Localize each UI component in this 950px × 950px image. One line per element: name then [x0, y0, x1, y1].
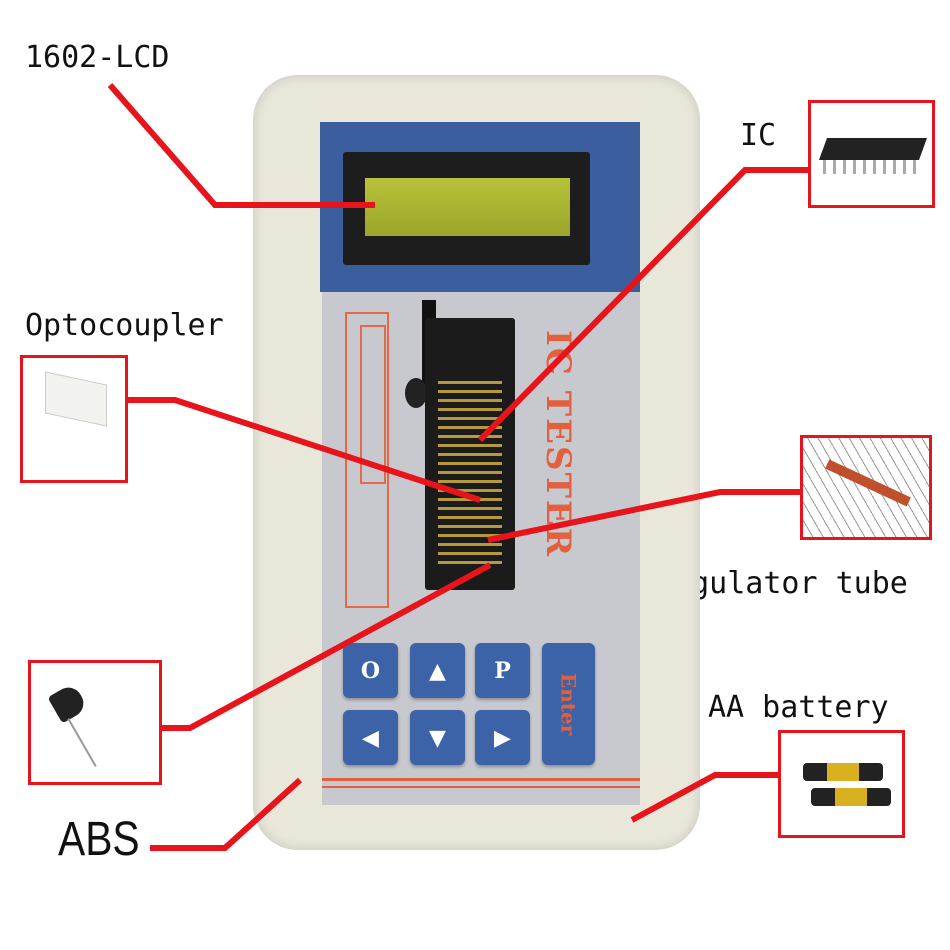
lcd-screen [365, 178, 570, 236]
callout-transistor [162, 562, 492, 731]
label-abs: ABS [58, 813, 140, 866]
battery-icon [811, 788, 891, 806]
battery-thumbnail [778, 730, 905, 838]
label-1602-lcd: 1602-LCD [25, 40, 170, 75]
lever-knob[interactable] [405, 378, 427, 408]
chip-outline [345, 312, 389, 608]
callout-lcd [107, 83, 375, 208]
ic-pins-icon [823, 160, 923, 174]
optocoupler-thumbnail [20, 355, 128, 483]
key-down[interactable]: ▼ [410, 710, 465, 765]
key-left[interactable]: ◀ [343, 710, 398, 765]
key-o[interactable]: O [343, 643, 398, 698]
label-aa-battery: AA battery [708, 690, 889, 725]
regulator-thumbnail [800, 435, 932, 540]
callout-abs [150, 777, 303, 851]
key-enter[interactable]: Enter [542, 643, 595, 765]
panel-stripe [322, 778, 640, 781]
label-ic: IC [740, 118, 777, 153]
key-p[interactable]: P [475, 643, 530, 698]
socket-pins [438, 375, 502, 565]
transistor-thumbnail [28, 660, 162, 785]
key-right[interactable]: ▶ [475, 710, 530, 765]
enter-label: Enter [556, 672, 581, 736]
chip-outline-inner [360, 325, 386, 484]
battery-icon [803, 763, 883, 781]
label-optocoupler: Optocoupler [25, 308, 224, 343]
key-up[interactable]: ▲ [410, 643, 465, 698]
ic-thumbnail [808, 100, 935, 208]
callout-ic [477, 167, 808, 443]
callout-battery [630, 772, 778, 823]
callout-optocoupler [128, 397, 481, 503]
callout-regulator [487, 489, 800, 543]
panel-stripe [322, 786, 640, 788]
